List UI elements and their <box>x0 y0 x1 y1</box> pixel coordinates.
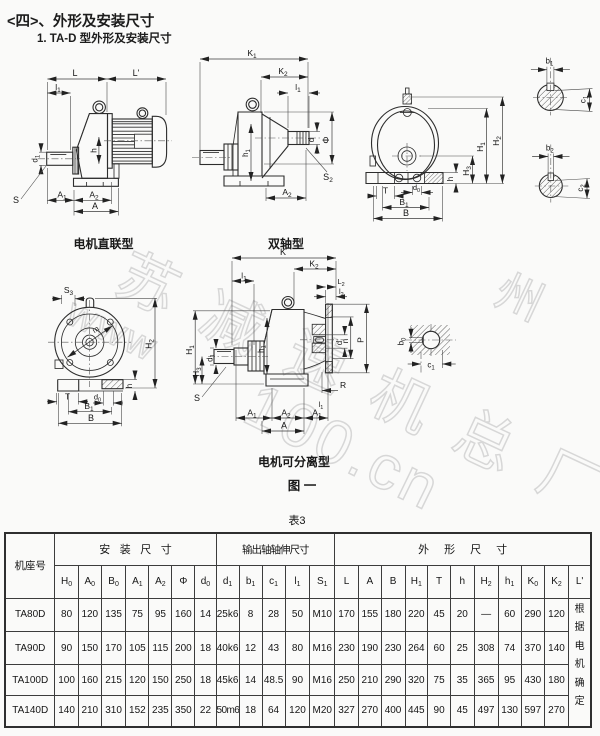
svg-text:Φ: Φ <box>321 136 331 143</box>
svg-text:d1: d1 <box>206 353 217 361</box>
svg-text:K2: K2 <box>309 259 319 271</box>
svg-text:h1: h1 <box>257 344 268 352</box>
svg-text:K1: K1 <box>247 48 257 60</box>
svg-text:l1: l1 <box>295 83 301 94</box>
svg-text:c2: c2 <box>576 184 587 192</box>
svg-text:T: T <box>383 186 388 196</box>
svg-text:A1: A1 <box>57 190 67 202</box>
svg-text:州: 州 <box>488 264 552 331</box>
svg-text:b0: b0 <box>397 337 408 345</box>
svg-text:A2: A2 <box>282 187 292 199</box>
svg-text:表3: 表3 <box>288 513 305 527</box>
svg-text:L: L <box>72 68 77 78</box>
svg-text:d: d <box>307 138 316 142</box>
svg-text:h: h <box>88 148 98 153</box>
svg-text:c1: c1 <box>579 95 590 103</box>
svg-text:b1: b1 <box>546 57 554 68</box>
svg-text:S: S <box>13 195 19 205</box>
svg-text:h: h <box>125 384 134 388</box>
svg-text:电机直联型: 电机直联型 <box>73 236 133 251</box>
svg-text:B1: B1 <box>84 401 94 413</box>
svg-text:A: A <box>281 421 287 431</box>
svg-text:S2: S2 <box>323 172 333 184</box>
svg-text:l1: l1 <box>319 400 324 411</box>
svg-text:B1: B1 <box>399 197 409 209</box>
svg-text:H2: H2 <box>144 339 156 349</box>
svg-text:h: h <box>446 177 455 181</box>
svg-text:H1: H1 <box>475 142 487 152</box>
svg-text:B: B <box>88 413 94 423</box>
svg-text:K: K <box>280 247 286 257</box>
svg-text:A1: A1 <box>247 408 257 420</box>
svg-text:A2: A2 <box>281 408 291 420</box>
svg-text:P: P <box>356 337 366 343</box>
svg-text:B: B <box>403 208 409 218</box>
svg-text:S: S <box>194 393 200 403</box>
svg-text:H3: H3 <box>461 166 473 176</box>
svg-text:H2: H2 <box>491 136 503 146</box>
svg-text:A2: A2 <box>89 190 99 202</box>
svg-text:T: T <box>65 392 70 402</box>
svg-text:R: R <box>340 380 346 390</box>
svg-text:c1: c1 <box>427 361 435 372</box>
svg-text:b2: b2 <box>546 144 554 155</box>
svg-text:l1: l1 <box>241 272 247 283</box>
svg-text:d1: d1 <box>31 154 42 162</box>
svg-text:H3: H3 <box>192 367 203 377</box>
svg-text:图 一: 图 一 <box>288 479 317 493</box>
svg-text:电机可分离型: 电机可分离型 <box>258 454 330 469</box>
svg-text:d: d <box>335 341 344 345</box>
svg-text:双轴型: 双轴型 <box>268 236 304 251</box>
svg-text:n: n <box>341 339 350 343</box>
svg-text:l1: l1 <box>55 82 61 94</box>
svg-text:d0: d0 <box>413 183 420 194</box>
svg-text:K2: K2 <box>278 66 288 78</box>
svg-text:L2: L2 <box>338 277 345 288</box>
svg-text:A: A <box>92 201 98 211</box>
svg-text:d0: d0 <box>94 393 101 404</box>
svg-text:m: m <box>90 324 100 335</box>
svg-text:S3: S3 <box>64 285 74 297</box>
svg-text:A1: A1 <box>312 408 322 420</box>
svg-text:L': L' <box>133 68 140 78</box>
svg-text:h1: h1 <box>241 148 252 156</box>
svg-text:H1: H1 <box>184 345 196 355</box>
